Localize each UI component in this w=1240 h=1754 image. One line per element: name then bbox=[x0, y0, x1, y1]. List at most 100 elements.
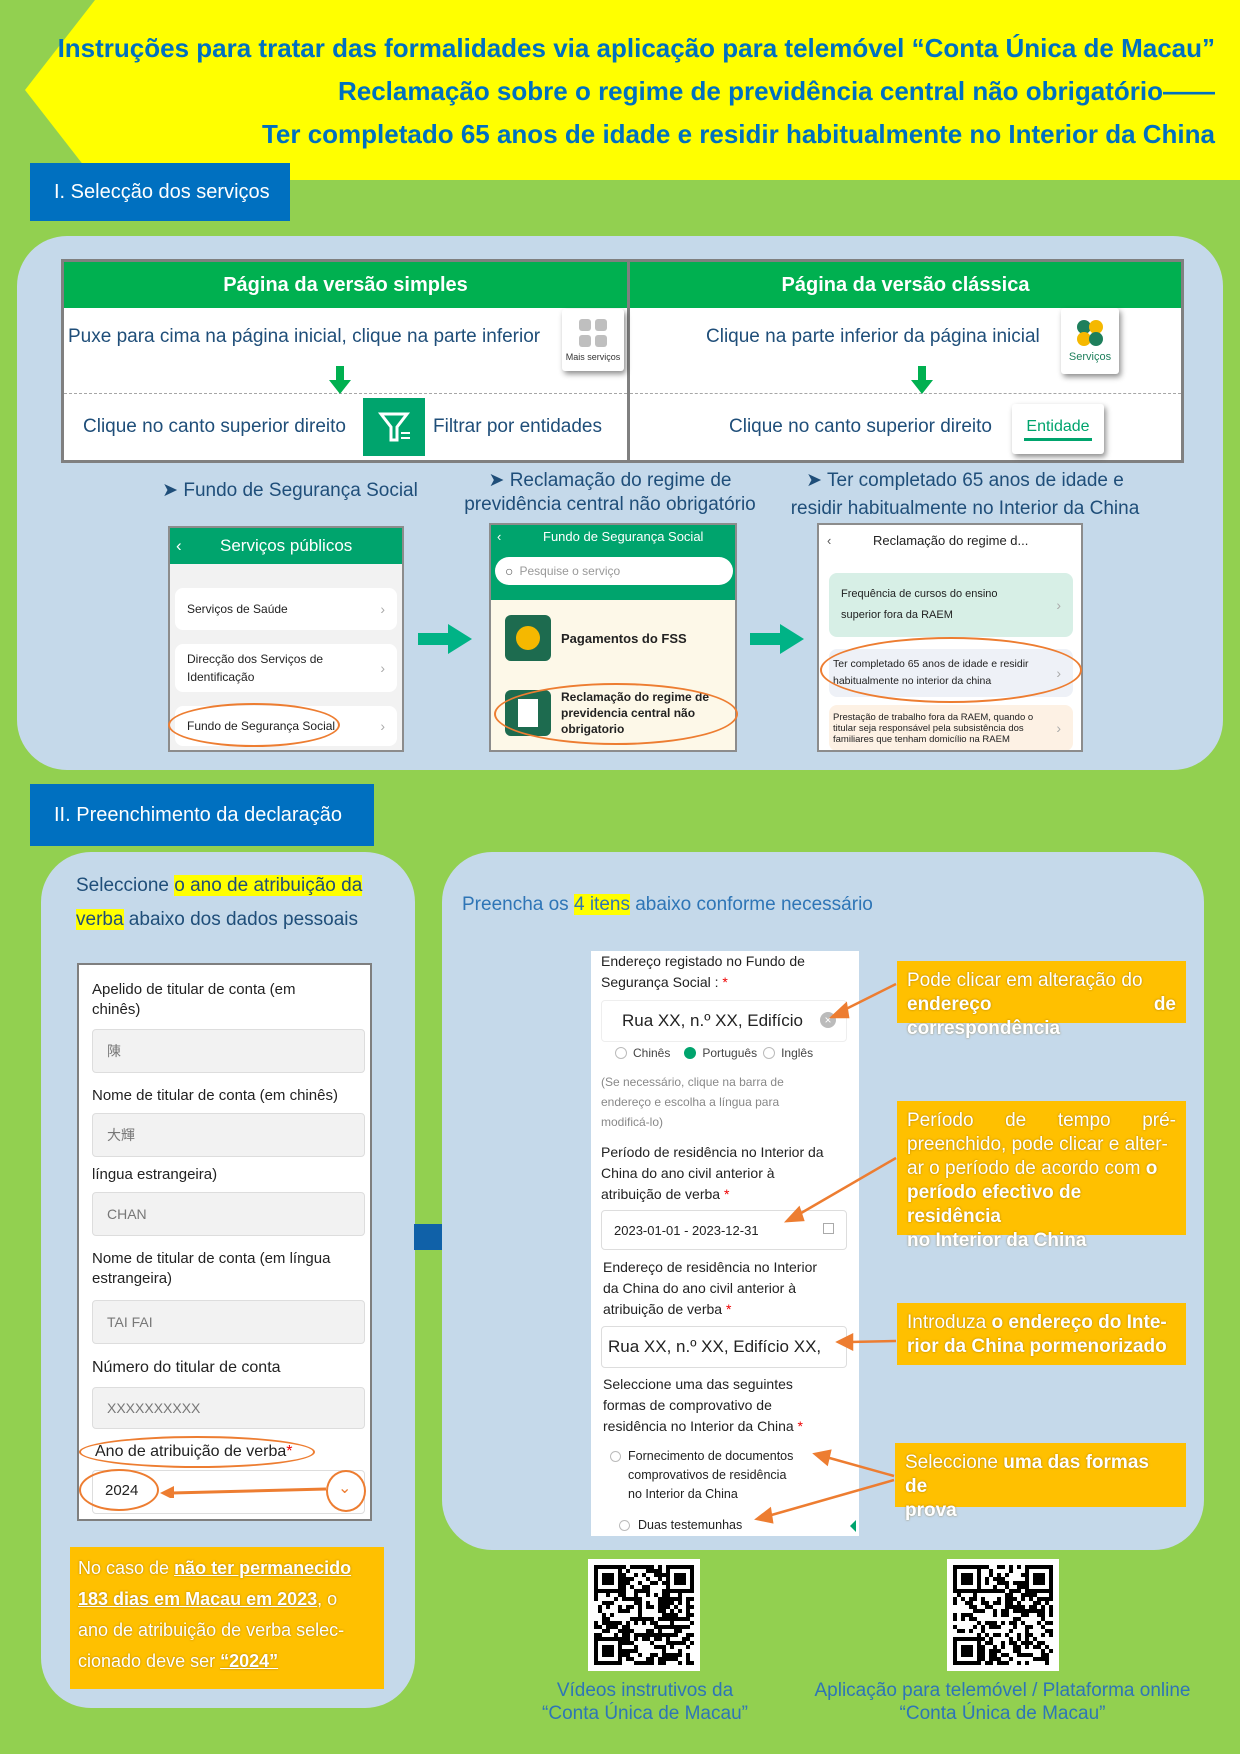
entity-tab[interactable]: Entidade bbox=[1012, 404, 1104, 454]
field-label: Número do titular de conta bbox=[92, 1359, 281, 1376]
phone3-titlebar: ‹Reclamação do regime d... bbox=[819, 525, 1081, 555]
chevron-right-icon: › bbox=[1056, 720, 1061, 736]
caption-65-line1: ➤ Ter completado 65 anos de idade e bbox=[806, 470, 1124, 491]
left-instruction: Seleccione o ano de atribuição da verba … bbox=[76, 869, 406, 937]
surname-chinese-input[interactable]: 陳 bbox=[92, 1029, 365, 1073]
scroll-indicator bbox=[850, 1520, 856, 1532]
instruction-highlight: o ano de atribuição da bbox=[174, 875, 363, 896]
clear-icon[interactable]: × bbox=[820, 1012, 836, 1028]
simple-step2-text: Clique no canto superior direito bbox=[83, 416, 346, 437]
chevron-down-icon[interactable]: ⌄ bbox=[338, 1480, 352, 1497]
highlight-oval bbox=[79, 1469, 159, 1511]
language-options: Chinês Português Inglês bbox=[615, 1046, 813, 1060]
note-residence-address: Introduza o endereço do Inte-rior da Chi… bbox=[897, 1303, 1186, 1365]
caption-65-line2: residir habitualmente no Interior da Chi… bbox=[790, 498, 1140, 519]
more-services-label: Mais serviços bbox=[565, 352, 621, 362]
qr-caption-app: Aplicação para telemóvel / Plataforma on… bbox=[814, 1680, 1191, 1724]
row-divider bbox=[64, 393, 627, 394]
list-item[interactable]: Serviços de Saúde › bbox=[175, 588, 397, 630]
radio-icon[interactable] bbox=[615, 1047, 627, 1059]
filter-icon bbox=[377, 412, 411, 442]
back-icon[interactable]: ‹ bbox=[176, 536, 182, 555]
right-arrow-icon bbox=[750, 624, 804, 654]
name-foreign-input[interactable]: TAI FAI bbox=[92, 1300, 365, 1344]
filter-by-entities-text: Filtrar por entidades bbox=[433, 416, 602, 437]
account-number-input[interactable]: XXXXXXXXXX bbox=[92, 1387, 365, 1429]
more-services-tile[interactable]: Mais serviços bbox=[562, 309, 624, 371]
highlight-oval bbox=[79, 1436, 315, 1468]
row-divider bbox=[630, 393, 1181, 394]
qr-code-app[interactable] bbox=[947, 1559, 1059, 1671]
header-title-line1: Instruções para tratar das formalidades … bbox=[57, 33, 1215, 63]
chevron-right-icon: › bbox=[380, 718, 385, 734]
header-title-line3: Ter completado 65 anos de idade e residi… bbox=[261, 119, 1215, 149]
search-placeholder: Pesquise o serviço bbox=[519, 564, 621, 578]
radio-checked-icon[interactable] bbox=[684, 1047, 697, 1059]
right-arrow-icon bbox=[418, 624, 472, 654]
instruction-text: abaixo dos dados pessoais bbox=[123, 909, 359, 930]
fss-payments-item[interactable]: Pagamentos do FSS bbox=[561, 631, 687, 646]
back-icon[interactable]: ‹ bbox=[827, 532, 832, 548]
list-item-label: familiares que tenham domicílio na RAEM bbox=[833, 733, 1010, 745]
phone2-title: Fundo de Segurança Social bbox=[543, 529, 704, 544]
registered-address-input[interactable]: Rua XX, n.º XX, Edifício bbox=[601, 1000, 847, 1042]
field-label: Nome de titular de conta (em chinês) bbox=[92, 1087, 338, 1104]
list-item-label: Direcção dos Serviços de bbox=[187, 652, 324, 666]
instruction-text: abaixo conforme necessário bbox=[629, 894, 873, 915]
list-item-label: Prestação de trabalho fora da RAEM, quan… bbox=[833, 711, 1034, 723]
list-item-label: Serviços de Saúde bbox=[187, 602, 288, 616]
instruction-text: Seleccione bbox=[76, 875, 175, 896]
highlight-oval bbox=[168, 703, 340, 747]
back-icon[interactable]: ‹ bbox=[497, 529, 502, 544]
phone2-header: ‹ Fundo de Segurança Social ○ Pesquise o s… bbox=[491, 525, 735, 600]
declaration-form bbox=[591, 951, 859, 1536]
header-title-line2: Reclamação sobre o regime de previdência… bbox=[337, 76, 1215, 106]
entity-tab-underline bbox=[1024, 437, 1092, 441]
services-tile[interactable]: Serviços bbox=[1061, 308, 1119, 374]
calendar-icon[interactable] bbox=[823, 1223, 834, 1234]
list-item-label: Identificação bbox=[187, 670, 255, 684]
instruction-highlight: 4 itens bbox=[573, 894, 630, 915]
caption-claim-line2: previdência central não obrigatório bbox=[464, 494, 756, 515]
header-banner bbox=[25, 0, 1240, 180]
radio-icon[interactable] bbox=[610, 1451, 621, 1462]
filter-button[interactable] bbox=[363, 398, 425, 456]
qr-code-videos[interactable] bbox=[588, 1559, 700, 1671]
chevron-right-icon: › bbox=[380, 601, 385, 617]
classic-version-header: Página da versão clássica bbox=[630, 262, 1181, 308]
radio-icon[interactable] bbox=[619, 1520, 630, 1531]
radio-icon[interactable] bbox=[763, 1047, 776, 1059]
search-input[interactable]: ○ Pesquise o serviço bbox=[495, 557, 733, 585]
search-icon: ○ bbox=[505, 563, 514, 579]
qr-caption-videos: Vídeos instrutivos da“Conta Única de Mac… bbox=[542, 1680, 748, 1724]
clover-icon bbox=[1077, 320, 1103, 346]
residence-address-input[interactable]: Rua XX, n.º XX, Edifício XX, bbox=[601, 1326, 847, 1368]
year-note: No caso de não ter permanecido 183 dias … bbox=[70, 1547, 384, 1689]
payment-icon bbox=[505, 615, 551, 661]
proof-option-witnesses[interactable]: Duas testemunhas bbox=[638, 1518, 743, 1532]
residence-period-input[interactable]: 2023-01-01 - 2023-12-31 bbox=[601, 1210, 847, 1250]
note-period: Período de tempo pré- preenchido, pode c… bbox=[897, 1101, 1186, 1251]
chevron-right-icon: › bbox=[380, 660, 385, 676]
instruction-text: Preencha os bbox=[462, 894, 574, 915]
name-chinese-input[interactable]: 大輝 bbox=[92, 1113, 365, 1157]
highlight-oval bbox=[494, 683, 738, 745]
phone1-titlebar: ‹ Serviços públicos bbox=[170, 528, 402, 564]
down-arrow-icon bbox=[329, 366, 351, 394]
right-instruction: Preencha os 4 itens abaixo conforme nece… bbox=[462, 894, 873, 916]
surname-foreign-input[interactable]: CHAN bbox=[92, 1192, 365, 1236]
list-item[interactable]: Prestação de trabalho fora da RAEM, quan… bbox=[829, 705, 1073, 750]
list-item[interactable]: Direcção dos Serviços de Identificação › bbox=[175, 644, 397, 692]
down-arrow-icon bbox=[911, 366, 933, 394]
